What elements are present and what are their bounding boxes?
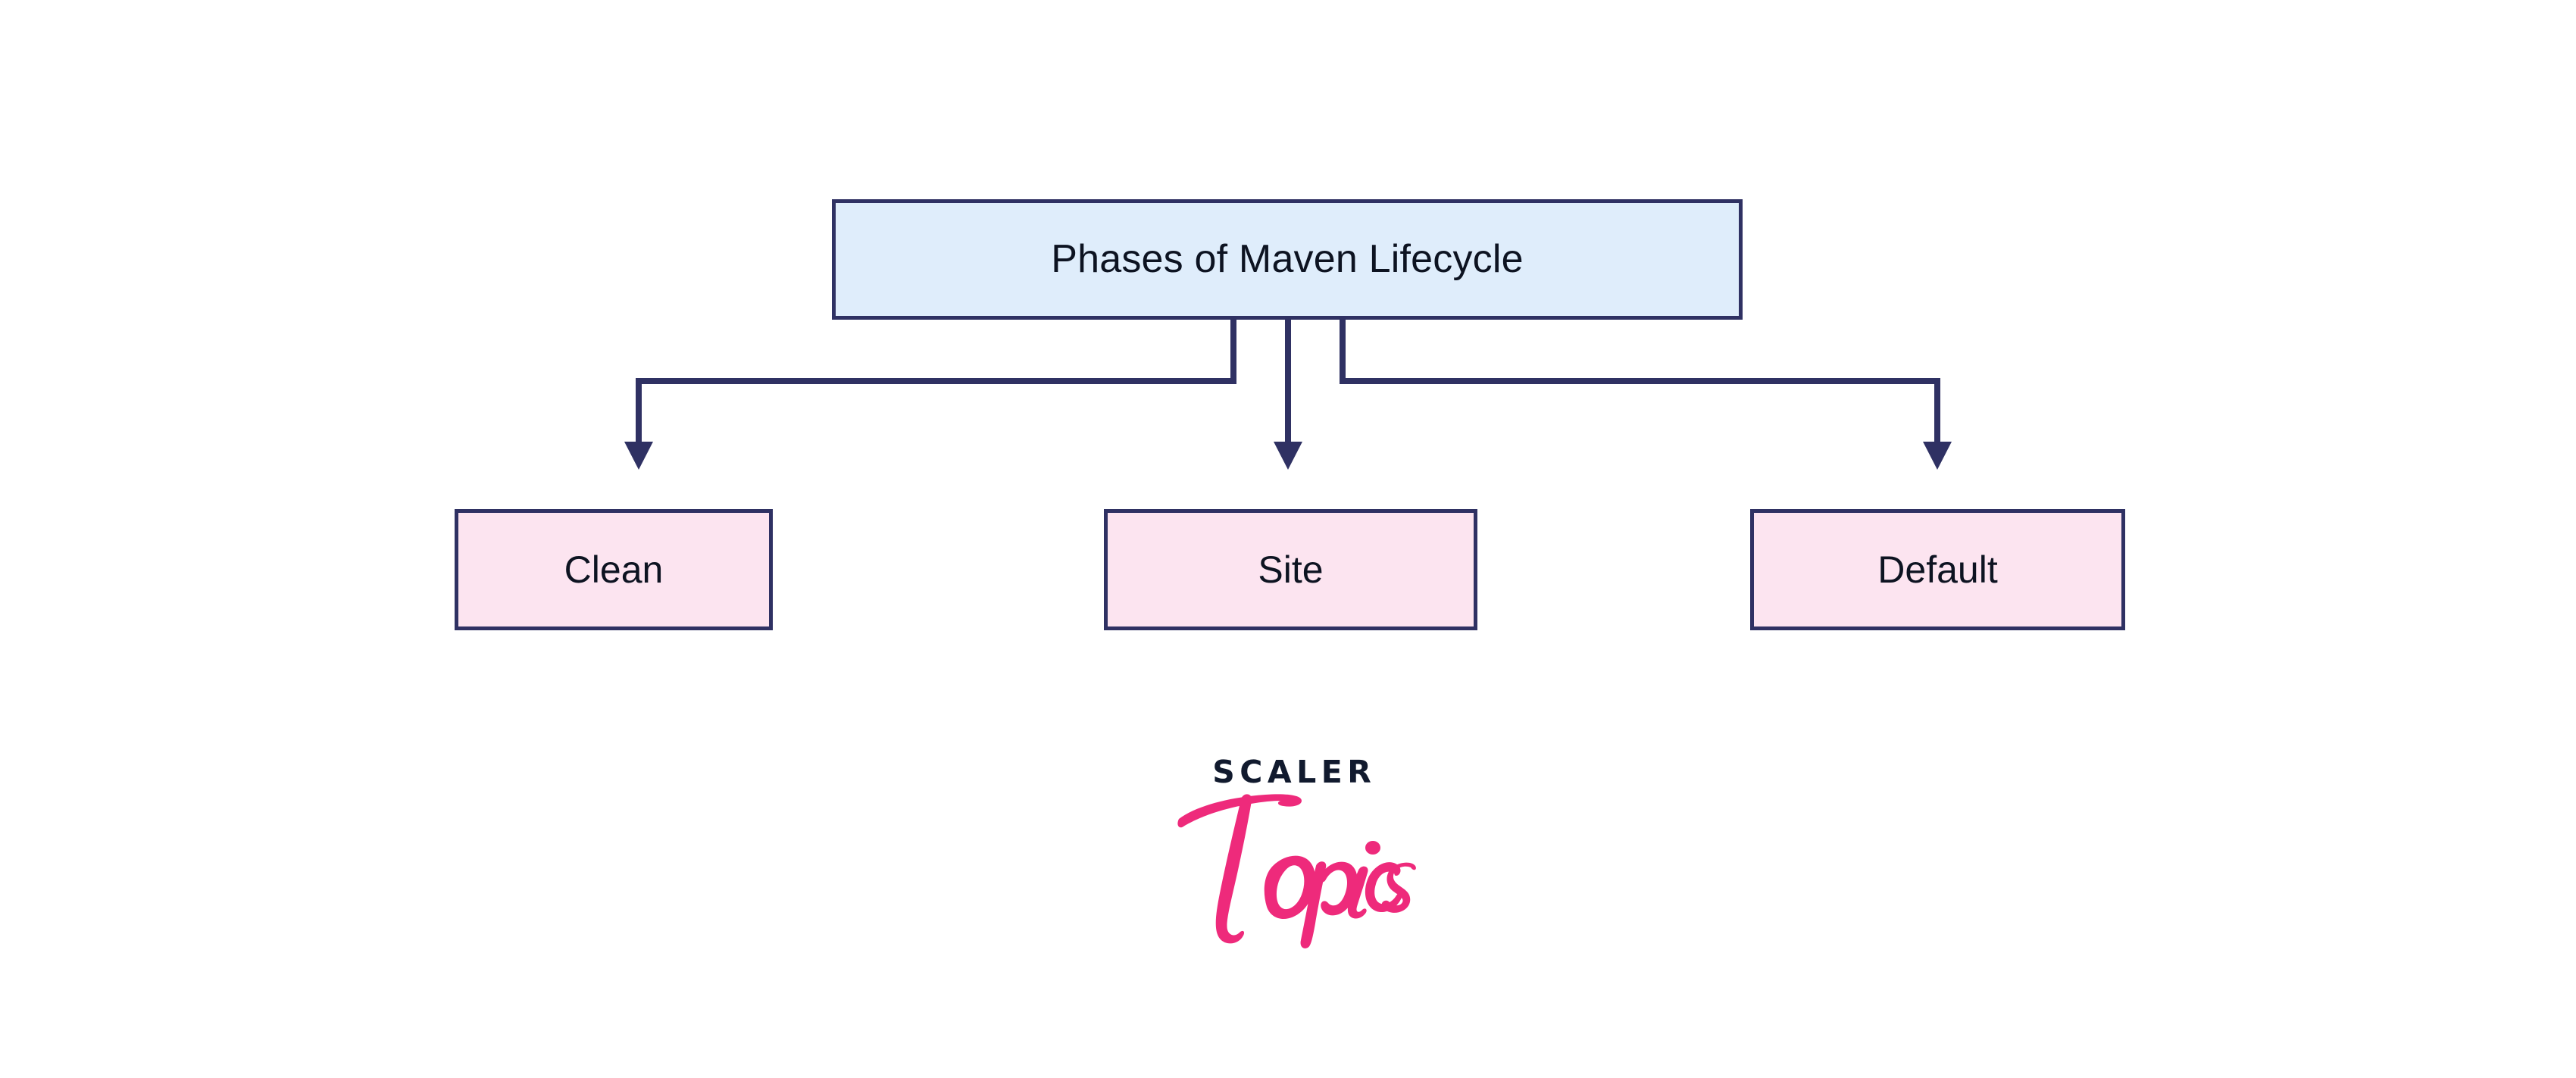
logo-wordmark-scaler: SCALER — [1212, 754, 1377, 790]
logo-script-topics — [1177, 794, 1416, 948]
node-clean: Clean — [455, 509, 773, 630]
connector-to-clean — [624, 320, 1236, 470]
node-default-label: Default — [1877, 548, 1998, 591]
scaler-topics-logo: SCALER — [1167, 754, 1417, 955]
node-root: Phases of Maven Lifecycle — [832, 199, 1743, 320]
node-site-label: Site — [1258, 548, 1324, 591]
node-site: Site — [1104, 509, 1477, 630]
node-root-label: Phases of Maven Lifecycle — [1051, 236, 1524, 281]
connector-to-site — [1274, 320, 1302, 470]
connector-to-default — [1340, 320, 1952, 470]
node-default: Default — [1750, 509, 2125, 630]
node-clean-label: Clean — [564, 548, 664, 591]
